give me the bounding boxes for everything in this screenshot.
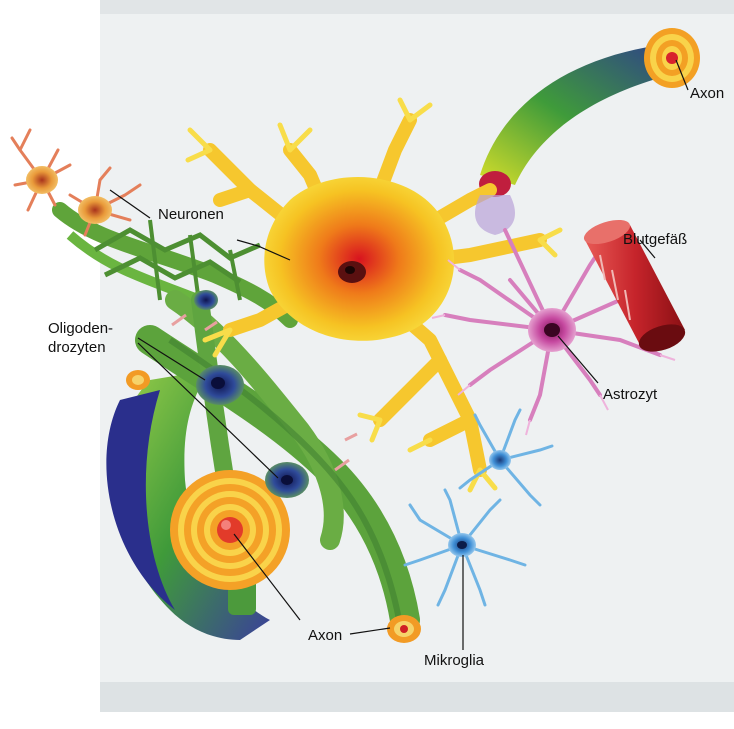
top-strip <box>100 0 734 14</box>
label-axon-top: Axon <box>690 85 724 102</box>
oligodendrocyte-cell-3 <box>194 290 218 310</box>
bottom-strip <box>100 682 734 712</box>
oligodendrocyte-cell-2 <box>265 462 309 498</box>
label-blutgefaess: Blutgefäß <box>623 231 687 248</box>
label-mikroglia: Mikroglia <box>424 652 485 669</box>
label-oligodendrozyten-line2: drozyten <box>48 339 106 356</box>
oligodendrocyte-cell-1 <box>196 365 244 405</box>
label-astrozyt: Astrozyt <box>603 386 658 403</box>
label-axon-bottom: Axon <box>308 627 342 644</box>
label-neuronen: Neuronen <box>158 206 224 223</box>
label-oligodendrozyten-line1: Oligoden- <box>48 320 113 337</box>
axon-end-small <box>387 615 421 643</box>
myelin-cap-left <box>126 370 150 390</box>
